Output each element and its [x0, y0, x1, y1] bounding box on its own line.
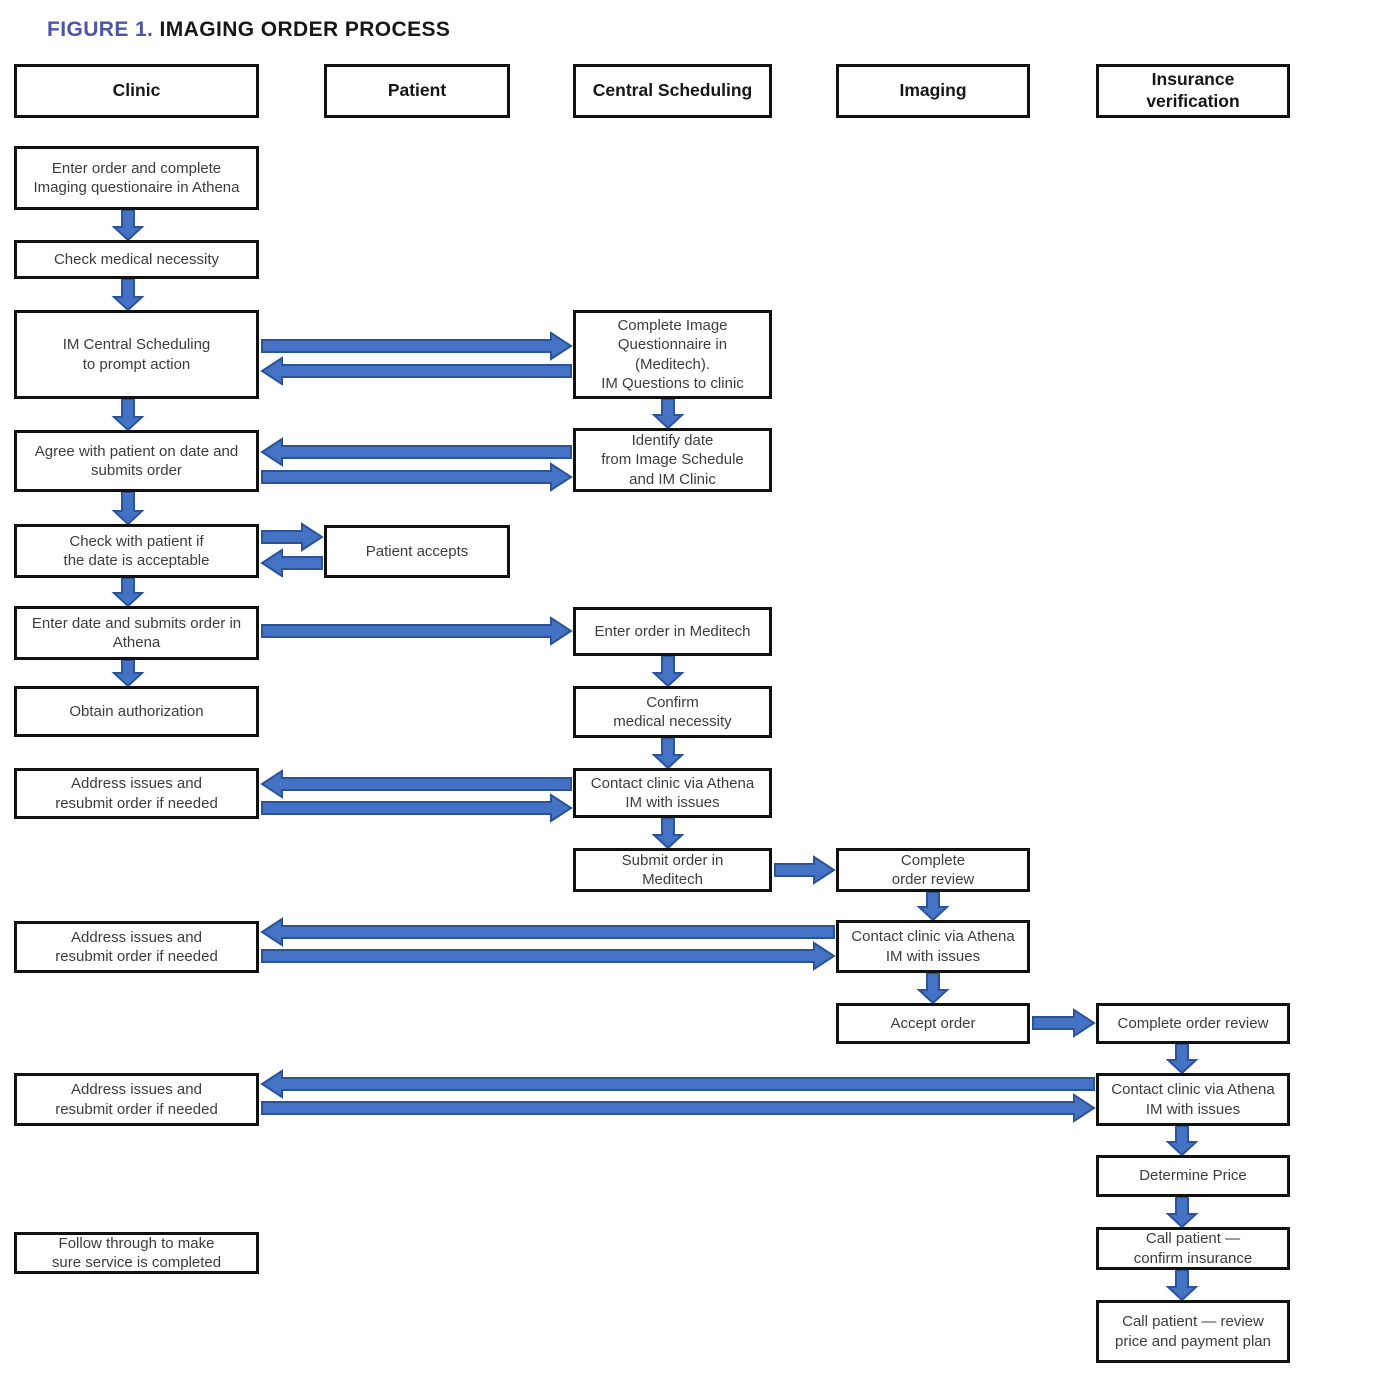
node-enter-order-meditech: Enter order in Meditech [573, 607, 772, 656]
arrow-left-questionnaire-to-im-central [260, 356, 572, 386]
node-check-medical-necessity: Check medical necessity [14, 240, 259, 279]
node-address-issues-1: Address issues and resubmit order if nee… [14, 768, 259, 819]
node-agree-with-patient: Agree with patient on date and submits o… [14, 430, 259, 492]
node-submit-order-meditech: Submit order in Meditech [573, 848, 772, 892]
arrow-down-enter-order-meditech-to-confirm [651, 655, 685, 688]
lane-header-insurance-verification: Insurance verification [1096, 64, 1290, 118]
node-address-issues-3: Address issues and resubmit order if nee… [14, 1073, 259, 1126]
arrow-left-patient-accepts-to-check-patient [260, 548, 323, 578]
node-call-patient-review-price: Call patient — review price and payment … [1096, 1300, 1290, 1363]
figure-label: FIGURE 1. [47, 18, 154, 41]
arrow-down-questionnaire-to-identify-date [651, 398, 685, 430]
arrow-left-contact-cs-to-address-issues-1 [260, 769, 572, 799]
node-identify-date: Identify date from Image Schedule and IM… [573, 428, 772, 492]
arrow-down-contact-clinic-insurance-to-determine-price [1165, 1125, 1199, 1157]
arrow-left-contact-imaging-to-address-issues-2 [260, 917, 835, 947]
node-accept-order: Accept order [836, 1003, 1030, 1044]
arrow-left-contact-insurance-to-address-issues-3 [260, 1069, 1095, 1099]
node-contact-clinic-imaging: Contact clinic via Athena IM with issues [836, 920, 1030, 973]
lane-header-central-scheduling: Central Scheduling [573, 64, 772, 118]
arrow-down-contact-clinic-imaging-to-accept-order [916, 972, 950, 1005]
node-address-issues-2: Address issues and resubmit order if nee… [14, 921, 259, 973]
arrow-left-identify-date-to-agree [260, 437, 572, 467]
page-title: IMAGING ORDER PROCESS [159, 18, 451, 41]
arrow-down-contact-clinic-cs-to-submit-order [651, 817, 685, 850]
node-contact-clinic-central-scheduling: Contact clinic via Athena IM with issues [573, 768, 772, 818]
lane-header-patient: Patient [324, 64, 510, 118]
arrow-right-check-patient-to-patient-accepts [261, 522, 324, 552]
arrow-right-address-issues-1-to-contact-cs [261, 793, 573, 823]
node-call-patient-confirm-insurance: Call patient — confirm insurance [1096, 1227, 1290, 1270]
arrow-down-confirm-to-contact-clinic-cs [651, 737, 685, 770]
figure-title: FIGURE 1. IMAGING ORDER PROCESS [47, 18, 450, 42]
arrow-right-enter-date-to-enter-order-meditech [261, 616, 573, 646]
node-enter-order-questionnaire: Enter order and complete Imaging questio… [14, 146, 259, 210]
lane-header-clinic: Clinic [14, 64, 259, 118]
node-patient-accepts: Patient accepts [324, 525, 510, 578]
arrow-down-complete-review-to-contact-clinic-insurance [1165, 1043, 1199, 1075]
node-enter-date-submit-order: Enter date and submits order in Athena [14, 606, 259, 660]
node-follow-through: Follow through to make sure service is c… [14, 1232, 259, 1274]
node-determine-price: Determine Price [1096, 1155, 1290, 1197]
arrow-right-accept-order-to-complete-review-insurance [1032, 1008, 1096, 1038]
node-confirm-medical-necessity: Confirm medical necessity [573, 686, 772, 738]
arrow-right-agree-to-identify-date [261, 462, 573, 492]
node-complete-image-questionnaire: Complete Image Questionnaire in (Meditec… [573, 310, 772, 399]
node-im-central-scheduling: IM Central Scheduling to prompt action [14, 310, 259, 399]
arrow-down-check-necessity-to-im-central [111, 278, 145, 312]
arrow-down-enter-order-to-check-necessity [111, 209, 145, 242]
node-complete-order-review-imaging: Complete order review [836, 848, 1030, 892]
arrow-down-agree-to-check-patient [111, 491, 145, 526]
node-contact-clinic-insurance: Contact clinic via Athena IM with issues [1096, 1073, 1290, 1126]
node-check-with-patient: Check with patient if the date is accept… [14, 524, 259, 578]
arrow-right-address-issues-3-to-contact-insurance [261, 1093, 1096, 1123]
lane-header-imaging: Imaging [836, 64, 1030, 118]
arrow-down-check-patient-to-enter-date [111, 577, 145, 608]
arrow-right-submit-order-to-complete-review-imaging [774, 855, 836, 885]
node-complete-order-review-insurance: Complete order review [1096, 1003, 1290, 1044]
arrow-right-im-central-to-questionnaire [261, 331, 573, 361]
node-obtain-authorization: Obtain authorization [14, 686, 259, 737]
arrow-down-call-confirm-to-call-review [1165, 1269, 1199, 1302]
arrow-down-complete-review-to-contact-clinic-imaging [916, 891, 950, 922]
arrow-down-im-central-to-agree [111, 398, 145, 432]
arrow-down-determine-price-to-call-confirm [1165, 1196, 1199, 1229]
arrow-right-address-issues-2-to-contact-imaging [261, 941, 836, 971]
arrow-down-enter-date-to-obtain-auth [111, 659, 145, 688]
